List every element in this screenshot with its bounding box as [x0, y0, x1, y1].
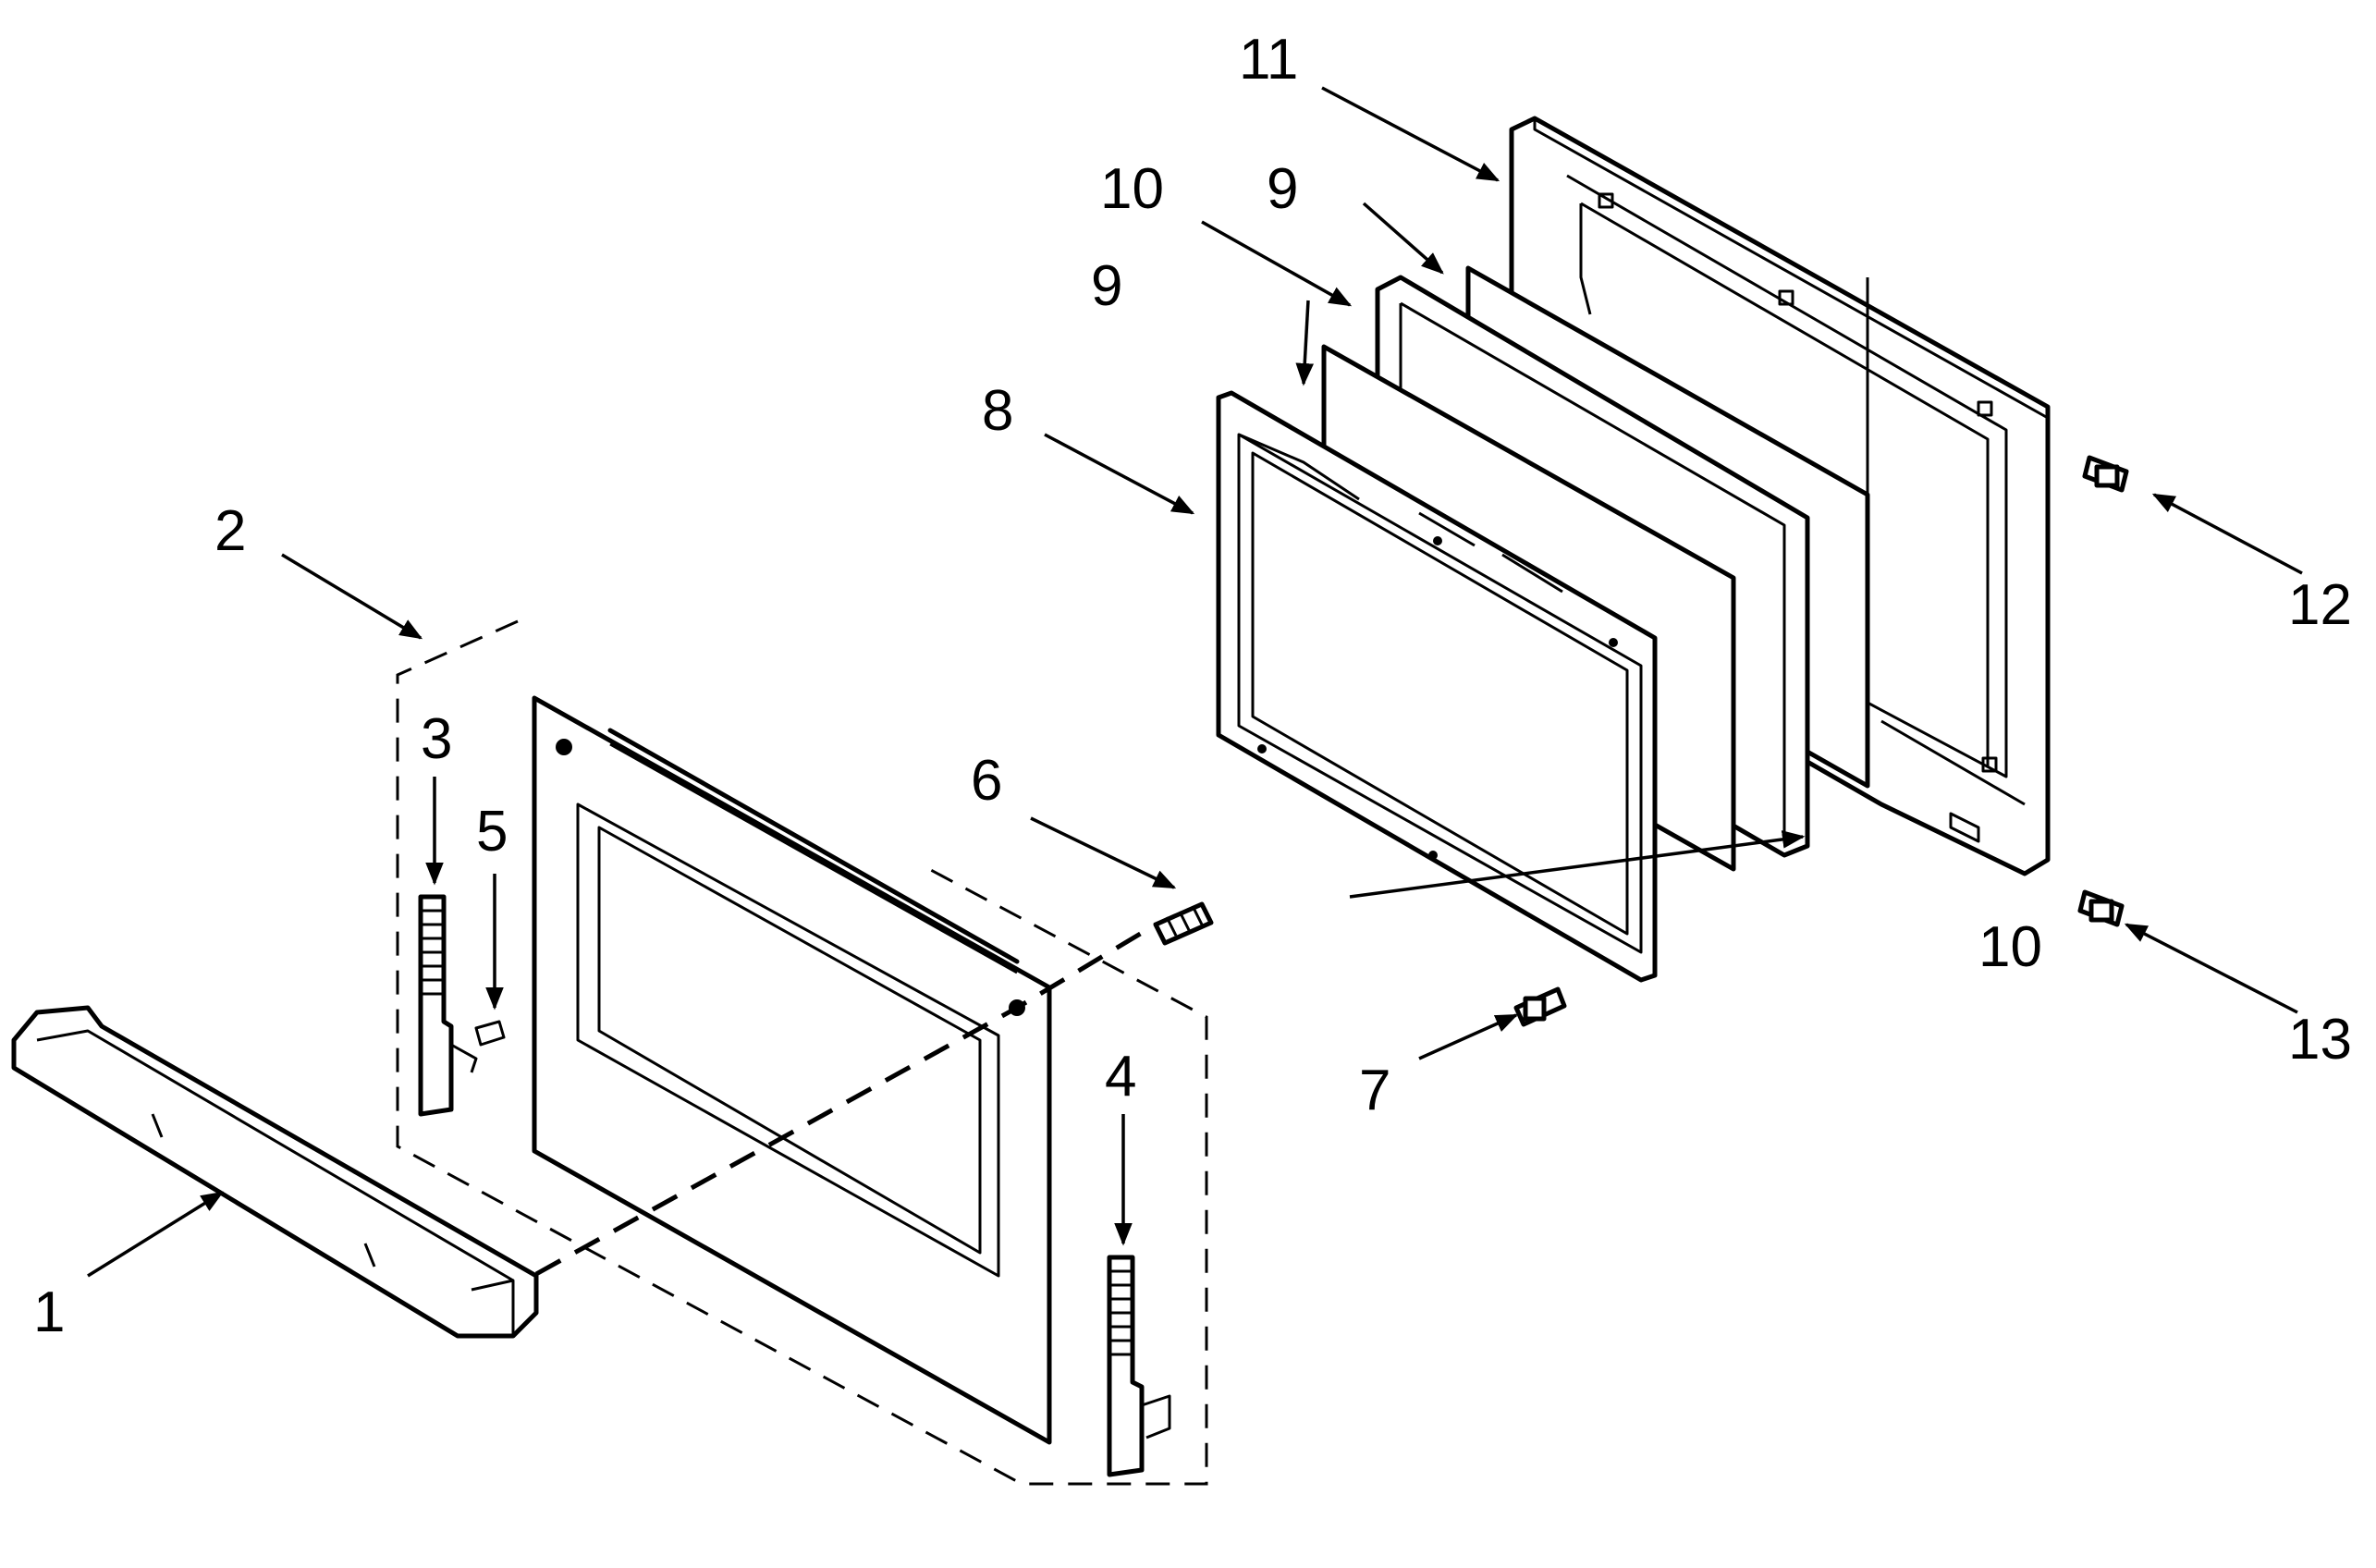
- screw-alignment-line: [534, 922, 1157, 1277]
- callout-9-rear: 9: [1267, 157, 1298, 221]
- screw-7: [1513, 986, 1567, 1027]
- callout-13: 13: [2288, 1008, 2352, 1072]
- callout-11: 11: [1239, 28, 1298, 92]
- callout-7: 7: [1359, 1059, 1390, 1122]
- callout-12: 12: [2288, 573, 2352, 637]
- callout-10-top: 10: [1100, 157, 1164, 221]
- hinge-right: [1107, 1255, 1171, 1477]
- callout-8: 8: [982, 379, 1013, 443]
- callout-3: 3: [421, 707, 452, 771]
- outer-door-panel: [532, 695, 1052, 1445]
- leader-arrows: [87, 86, 2303, 1278]
- hinge-left: [418, 894, 478, 1117]
- screw-13: [2077, 889, 2125, 927]
- door-assembly-boundary: [396, 619, 1208, 1486]
- callout-labels: 1 2 3 4 5 6 7 8 9 9 10 10 11 12 13: [33, 28, 2352, 1344]
- screw-5: [474, 1020, 506, 1047]
- callout-6: 6: [971, 749, 1002, 813]
- callout-9-front: 9: [1091, 254, 1122, 318]
- callout-10-bottom: 10: [1978, 915, 2042, 979]
- screw-6: [1153, 901, 1214, 946]
- door-handle: [11, 1005, 539, 1339]
- screw-12: [2082, 455, 2129, 493]
- callout-5: 5: [476, 800, 508, 864]
- callout-2: 2: [214, 499, 246, 563]
- inner-door-liner: [1216, 390, 1658, 983]
- callout-4: 4: [1105, 1045, 1136, 1109]
- callout-1: 1: [33, 1280, 65, 1344]
